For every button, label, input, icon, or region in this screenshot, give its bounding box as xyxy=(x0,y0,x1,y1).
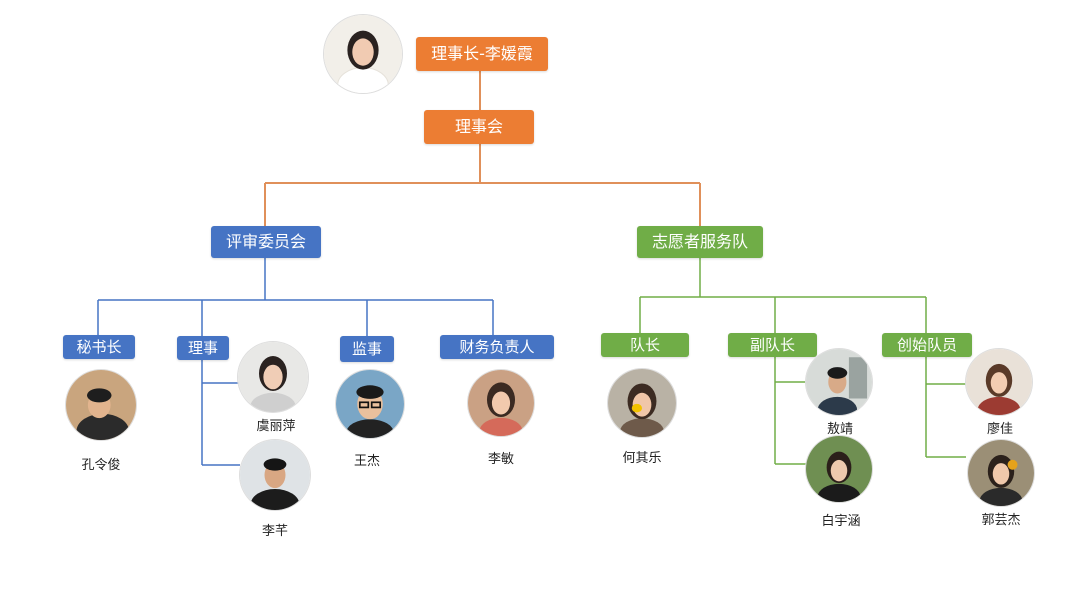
member-avatar xyxy=(336,370,404,438)
blue-connectors xyxy=(97,258,494,466)
chairman-avatar xyxy=(324,15,402,93)
member-name: 王杰 xyxy=(353,454,380,469)
member-name: 敖靖 xyxy=(826,422,853,437)
member-avatar xyxy=(608,369,676,437)
member-name: 李芊 xyxy=(261,524,288,539)
member-name: 郭芸杰 xyxy=(981,513,1021,528)
member-name: 白宇涵 xyxy=(821,514,861,529)
member-avatar xyxy=(468,370,534,436)
member-avatar xyxy=(240,440,310,510)
role-founders-box: 创始队员 xyxy=(882,333,972,357)
member-avatar xyxy=(66,370,136,440)
review-committee-box: 评审委员会 xyxy=(211,226,321,258)
role-finance-box: 财务负责人 xyxy=(440,335,554,359)
member-name: 虞丽萍 xyxy=(256,419,296,434)
role-captain-box: 队长 xyxy=(601,333,689,357)
member-name: 李敏 xyxy=(487,452,514,467)
green-connectors xyxy=(639,258,966,465)
member-avatar xyxy=(966,349,1032,415)
member-avatar xyxy=(806,349,872,415)
member-avatar xyxy=(238,342,308,412)
role-secretary-box: 秘书长 xyxy=(63,335,135,359)
member-avatar xyxy=(806,436,872,502)
role-director-box: 理事 xyxy=(177,336,229,360)
council-box: 理事会 xyxy=(424,110,534,144)
volunteer-team-box: 志愿者服务队 xyxy=(637,226,763,258)
member-name: 廖佳 xyxy=(986,422,1013,437)
member-name: 孔令俊 xyxy=(81,458,121,473)
orange-connectors xyxy=(264,71,701,226)
member-name: 何其乐 xyxy=(622,451,662,466)
role-supervisor-box: 监事 xyxy=(340,336,394,362)
member-avatar xyxy=(968,440,1034,506)
role-vice-captain-box: 副队长 xyxy=(728,333,817,357)
chairman-box: 理事长-李媛霞 xyxy=(416,37,548,71)
